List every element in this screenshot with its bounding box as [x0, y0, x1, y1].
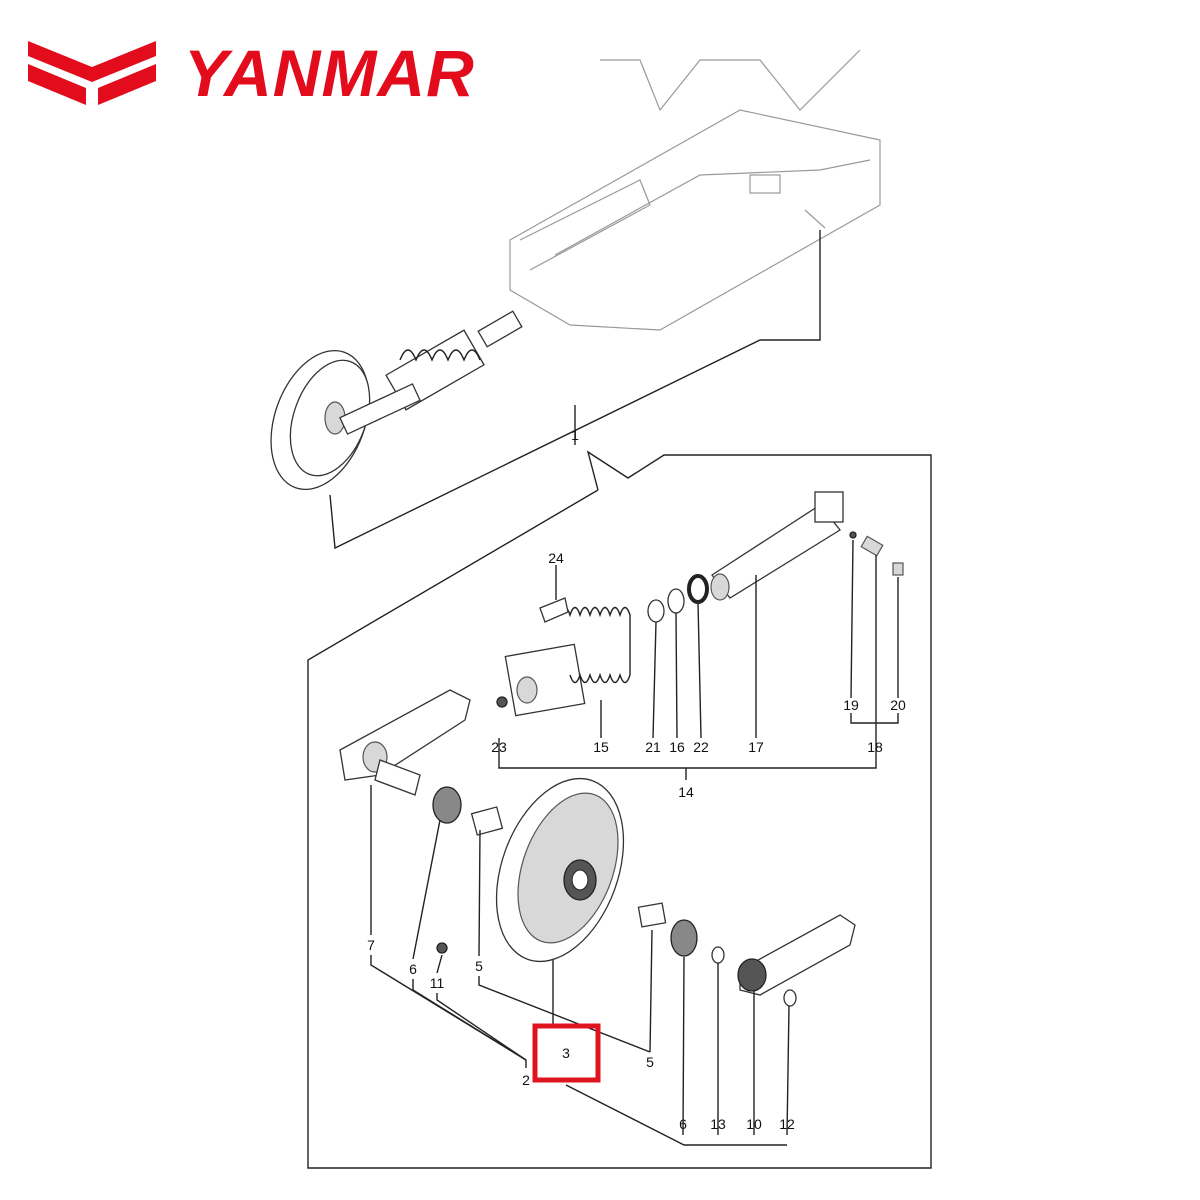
yanmar-logo: YANMAR [28, 40, 475, 106]
callout-18: 18 [867, 739, 883, 755]
callout-22: 22 [693, 739, 709, 755]
callout-2: 2 [522, 1072, 530, 1088]
ring-16 [667, 588, 685, 614]
callout-5-left: 5 [475, 958, 483, 974]
idler-assembly-top [270, 310, 523, 491]
cylinder-17 [710, 491, 844, 601]
callout-20: 20 [890, 697, 906, 713]
o-ring-13 [711, 946, 725, 964]
seal-6b [670, 919, 698, 957]
fitting-20 [892, 562, 904, 576]
callout-23: 23 [491, 739, 507, 755]
callout-7: 7 [367, 937, 375, 953]
callout-3: 3 [562, 1045, 570, 1061]
bracket-10 [737, 914, 856, 996]
o-ring-12 [783, 989, 797, 1007]
callout-11: 11 [430, 975, 445, 991]
callout-21: 21 [645, 739, 661, 755]
bushing-5b [637, 902, 667, 928]
callout-19: 19 [843, 697, 859, 713]
callout-10: 10 [746, 1116, 762, 1132]
plug-11 [436, 942, 448, 954]
yanmar-chevron-icon [28, 41, 156, 105]
spring-15 [504, 606, 631, 717]
seal-6a [432, 786, 462, 824]
callout-6-right: 6 [679, 1116, 687, 1132]
callout-1: 1 [571, 427, 579, 443]
callout-14: 14 [678, 784, 694, 800]
bracket-7 [339, 689, 471, 796]
ball-19 [849, 531, 857, 539]
callout-5-right: 5 [646, 1054, 654, 1070]
callout-16: 16 [669, 739, 685, 755]
highlight-part-3 [532, 1023, 601, 1083]
o-ring-21 [647, 599, 665, 623]
track-frame [509, 49, 881, 331]
callout-6-left: 6 [409, 961, 417, 977]
brand-name: YANMAR [184, 36, 475, 110]
bolt-24 [539, 572, 569, 623]
callout-24: 24 [548, 550, 564, 566]
valve-18 [860, 535, 884, 557]
callout-12: 12 [779, 1116, 795, 1132]
callout-13: 13 [710, 1116, 726, 1132]
callout-15: 15 [593, 739, 609, 755]
plug-23 [496, 696, 508, 708]
idler-wheel-3 [495, 777, 625, 963]
bushing-5a [470, 806, 504, 836]
seal-22 [687, 574, 709, 604]
callout-17: 17 [748, 739, 764, 755]
detail-frame [307, 450, 932, 1169]
leader-lines [370, 539, 899, 1146]
